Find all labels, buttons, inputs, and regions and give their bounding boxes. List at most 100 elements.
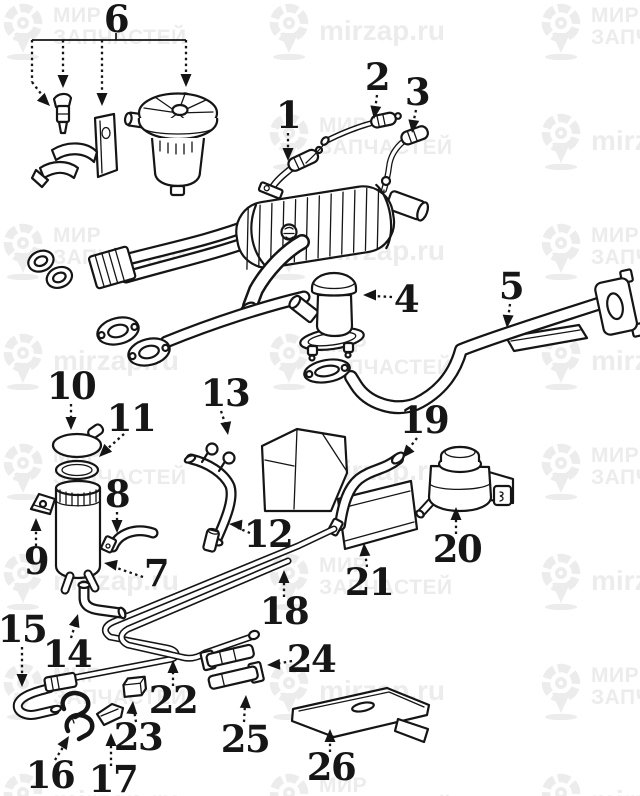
callout-4: 4 [363,277,420,321]
callout-22-number: 22 [149,678,198,722]
watermark-pin-logo [269,333,309,390]
oxygen-sensor-1 [257,145,324,200]
watermark-pin-logo [269,3,309,60]
watermark-brand-line2: ЗАПЧАСТЕЙ [591,466,640,489]
callout-18: 18 [260,570,310,633]
watermark-tile: mirzap.ru [538,112,640,170]
hook-hose-15 [12,671,78,720]
watermark-brand-line2: ЗАПЧАСТЕЙ [319,136,453,159]
vapor-canister-7 [54,479,102,595]
air-check-valve-4 [288,271,365,362]
callout-12: 12 [229,512,294,556]
watermark-tile: МИР ЗАПЧАСТЕЙ [0,2,187,60]
callout-22: 22 [149,660,199,722]
watermark-brand-line1: МИР [591,664,640,687]
watermark-tile: МИР ЗАПЧАСТЕЙ [538,222,640,280]
watermark-pin-logo [541,553,581,610]
callout-1: 1 [276,93,302,161]
front-y-inlet-rings [27,249,74,290]
watermark-pin-logo [541,773,581,796]
callout-5: 5 [499,264,525,328]
watermark-brand-line1: МИР [591,444,640,467]
watermark-site-text: mirzap.ru [591,125,640,156]
callout-26-number: 26 [307,745,356,789]
callout-9: 9 [24,518,50,583]
hose-clamps-13 [200,442,236,473]
watermark-brand-line1: МИР [53,4,102,27]
seal-ring-11 [54,459,100,481]
watermark-pin-logo [269,553,309,610]
callout-14: 14 [43,614,93,676]
watermark-tile: МИР ЗАПЧАСТЕЙ [266,772,453,796]
pump-mounting-bracket [30,112,119,189]
watermark-pin-logo [541,443,581,500]
callout-21: 21 [345,543,395,604]
callout-3: 3 [405,70,431,133]
flanged-front-pipe [96,290,311,367]
callout-10-number: 10 [47,364,96,408]
twin-front-pipes [119,217,261,284]
callout-8-number: 8 [105,472,129,516]
watermark-site-text: mirzap.ru [319,15,446,46]
callout-21-number: 21 [345,560,394,604]
watermark-tile: mirzap.ru [266,2,445,60]
callout-6-number: 6 [104,0,128,41]
callout-1-number: 1 [276,93,300,137]
canister-bracket-9 [29,492,57,516]
callout-23: 23 [114,701,164,759]
callout-25-number: 25 [221,717,270,761]
callout-10: 10 [47,364,97,430]
callout-19: 19 [400,398,450,458]
callout-2: 2 [365,55,391,119]
watermark-pin-logo [541,113,581,170]
watermark-brand-line1: МИР [319,774,368,796]
elbow-hose-14 [77,580,127,620]
watermark-tile: mirzap.ru [538,772,640,796]
watermark-tile: МИР ЗАПЧАСТЕЙ [538,442,640,500]
sensor-cable-3 [380,125,429,212]
watermark-tile: МИР ЗАПЧАСТЕЙ [538,2,640,60]
watermark-site-text: mirzap.ru [591,565,640,596]
callout-20: 20 [433,507,483,571]
watermark-pin-logo [541,223,581,280]
grommet-23 [122,675,148,699]
bracket-17 [95,702,125,727]
watermark-pin-logo [3,553,43,610]
callout-12-number: 12 [244,512,293,556]
tailpipe-stub [385,190,430,222]
callout-8: 8 [105,472,131,533]
callout-14-number: 14 [43,632,92,676]
watermark-tile: mirzap.ru [538,552,640,610]
callout-17: 17 [89,733,139,796]
callout-16: 16 [26,736,76,796]
canister-cap-10 [51,423,105,459]
callout-26: 26 [307,729,357,789]
callout-23-number: 23 [114,715,163,759]
watermark-site-text: mirzap.ru [591,345,640,376]
watermark-brand-line2: ЗАПЧАСТЕЙ [53,26,187,49]
callout-17-number: 17 [89,757,138,796]
watermark-brand-line1: МИР [591,4,640,27]
watermark-tile: mirzap.ru [0,772,179,796]
callout-13-number: 13 [201,371,250,415]
mid-heat-shield [260,427,349,513]
watermark-pin-logo [541,663,581,720]
watermark-tile: mirzap.ru [538,332,640,390]
check-valve-part [52,92,73,135]
callout-11-number: 11 [107,396,156,440]
watermark-pin-logo [541,3,581,60]
pipe-clamp-24-25 [199,643,265,690]
callout-24: 24 [267,637,337,681]
watermark-brand-line1: МИР [591,224,640,247]
watermark-pin-logo [3,333,43,390]
clamp-16 [60,690,95,742]
sensor-cable-2 [305,111,402,164]
center-pipe-5 [303,268,640,415]
watermark-brand-line1: МИР [319,554,368,577]
callout-6-bracket-lines [30,33,192,106]
callout-2-number: 2 [365,55,389,99]
callout-5-number: 5 [499,264,523,308]
watermark-site-text: mirzap.ru [53,785,179,796]
watermark-pin-logo [3,773,43,796]
